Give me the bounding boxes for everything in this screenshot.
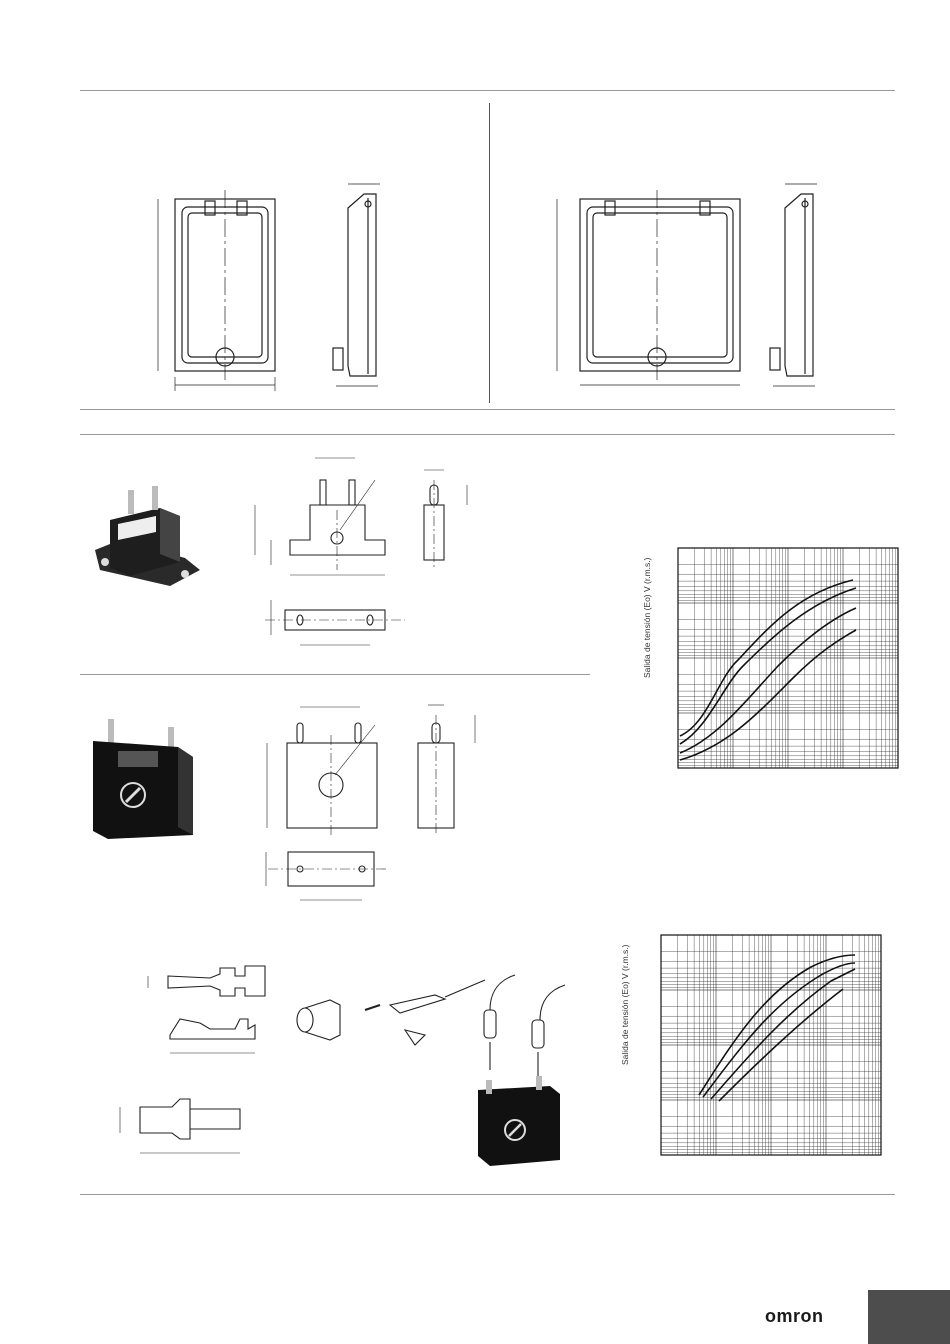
cover-divider: [489, 103, 490, 403]
omron-logo: omron: [765, 1306, 824, 1327]
ct3-product-image: [88, 715, 198, 845]
top-rule: [80, 90, 895, 91]
corner-tab: [868, 1290, 950, 1344]
ct1-product-image: [90, 480, 210, 590]
mid-rule: [80, 674, 590, 675]
ct1-front-drawing: [245, 450, 415, 590]
ct3-bottom-drawing: [258, 840, 398, 910]
ct3-side-drawing: [410, 695, 490, 835]
cover-2-side-drawing: [765, 180, 825, 390]
cover-1-side-drawing: [328, 180, 388, 390]
bottom-rule: [80, 1194, 895, 1195]
ct1-bottom-drawing: [265, 595, 405, 655]
cover-1-front-drawing: [150, 185, 280, 395]
sleeve-drawing: [110, 1095, 260, 1165]
section-rule-1: [80, 409, 895, 410]
output-voltage-chart-2: [661, 935, 881, 1155]
ct1-side-drawing: [412, 465, 492, 575]
output-voltage-chart-1: [678, 548, 898, 768]
ct3-front-drawing: [255, 695, 415, 835]
cover-2-front-drawing: [545, 185, 745, 395]
terminal-side-drawing: [140, 1005, 270, 1060]
probes-and-ct-illustration: [470, 970, 580, 1170]
chart-2-ylabel: Salida de tensión (Eo) V (r.m.s.): [620, 945, 630, 1065]
assembly-illustration: [285, 975, 485, 1075]
section-rule-2: [80, 434, 895, 435]
chart-1-ylabel: Salida de tensión (Eo) V (r.m.s.): [642, 558, 652, 678]
